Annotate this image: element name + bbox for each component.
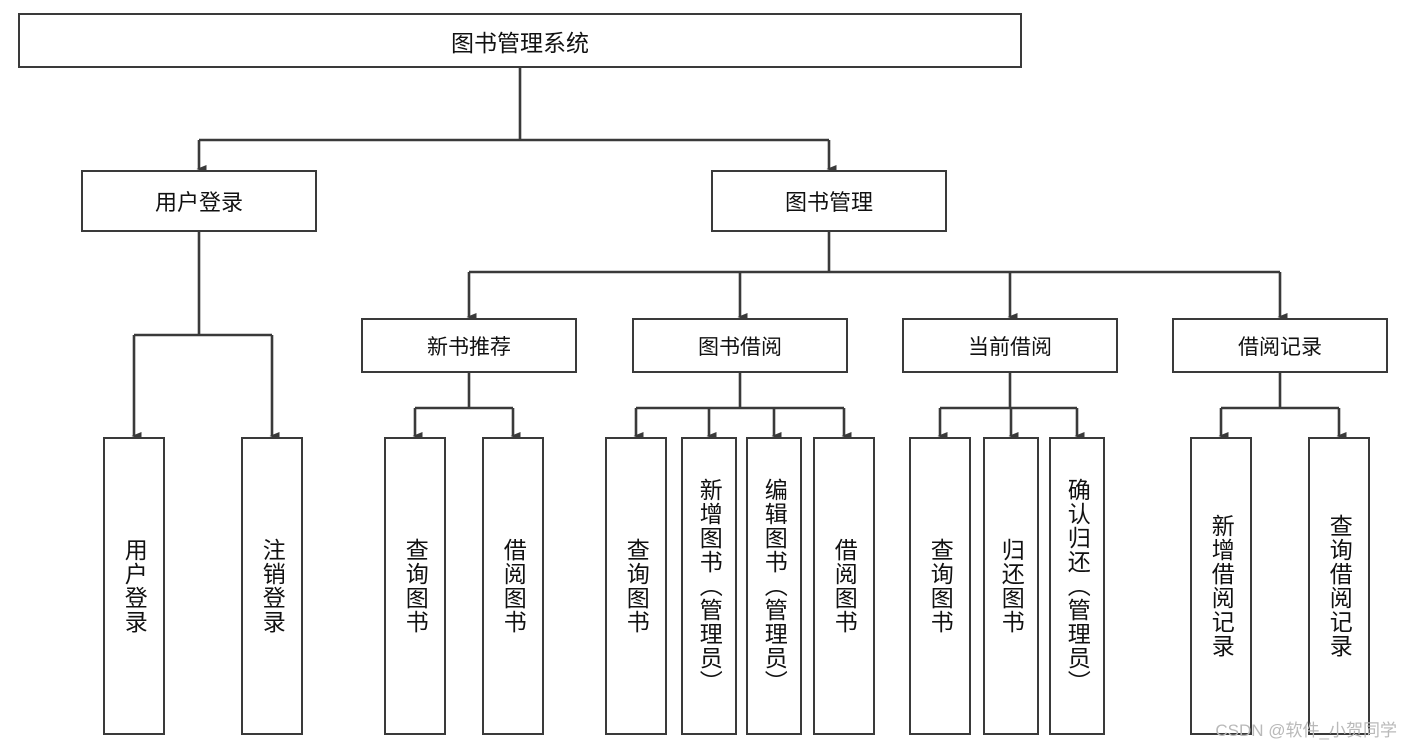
root-node-label: 图书管理系统 (451, 29, 589, 56)
level2-node-label: 图书管理 (784, 190, 873, 215)
leaf-node-box[interactable]: 查询图书 (605, 437, 667, 735)
leaf-node-box[interactable]: 新增图书（管理员） (681, 437, 737, 735)
leaf-node-box[interactable]: 借阅图书 (482, 437, 544, 735)
leaf-node-label: 借阅图书 (831, 538, 858, 634)
level3-node-label: 新书推荐 (427, 335, 511, 359)
leaf-node-label: 注销登录 (259, 538, 286, 634)
leaf-node-label: 用户登录 (121, 538, 148, 634)
leaf-node-box[interactable]: 归还图书 (983, 437, 1039, 735)
csdn-watermark: CSDN @软件_小贺同学 (1215, 721, 1397, 740)
leaf-node-label: 借阅图书 (500, 538, 527, 634)
leaf-node-box[interactable]: 查询图书 (909, 437, 971, 735)
leaf-node-label: 新增图书（管理员） (696, 478, 723, 694)
level2-node-box[interactable]: 用户登录 (81, 170, 317, 232)
level3-node-box[interactable]: 图书借阅 (632, 318, 848, 373)
level2-node-label: 用户登录 (154, 190, 243, 215)
level3-node-label: 图书借阅 (698, 335, 782, 359)
leaf-node-label: 查询图书 (402, 538, 429, 634)
leaf-node-box[interactable]: 新增借阅记录 (1190, 437, 1252, 735)
leaf-node-label: 确认归还（管理员） (1064, 478, 1091, 694)
leaf-node-box[interactable]: 查询图书 (384, 437, 446, 735)
leaf-node-box[interactable]: 确认归还（管理员） (1049, 437, 1105, 735)
level3-node-box[interactable]: 借阅记录 (1172, 318, 1388, 373)
root-node-box[interactable]: 图书管理系统 (18, 13, 1022, 68)
level3-node-label: 当前借阅 (968, 335, 1052, 359)
leaf-node-label: 归还图书 (998, 538, 1025, 634)
leaf-node-box[interactable]: 注销登录 (241, 437, 303, 735)
leaf-node-label: 新增借阅记录 (1208, 514, 1235, 658)
level3-node-box[interactable]: 当前借阅 (902, 318, 1118, 373)
level2-node-box[interactable]: 图书管理 (711, 170, 947, 232)
leaf-node-label: 编辑图书（管理员） (761, 478, 788, 694)
leaf-node-label: 查询图书 (927, 538, 954, 634)
leaf-node-box[interactable]: 借阅图书 (813, 437, 875, 735)
leaf-node-box[interactable]: 用户登录 (103, 437, 165, 735)
leaf-node-box[interactable]: 查询借阅记录 (1308, 437, 1370, 735)
level3-node-box[interactable]: 新书推荐 (361, 318, 577, 373)
leaf-node-label: 查询借阅记录 (1326, 514, 1353, 658)
level3-node-label: 借阅记录 (1238, 335, 1322, 359)
leaf-node-box[interactable]: 编辑图书（管理员） (746, 437, 802, 735)
leaf-node-label: 查询图书 (623, 538, 650, 634)
